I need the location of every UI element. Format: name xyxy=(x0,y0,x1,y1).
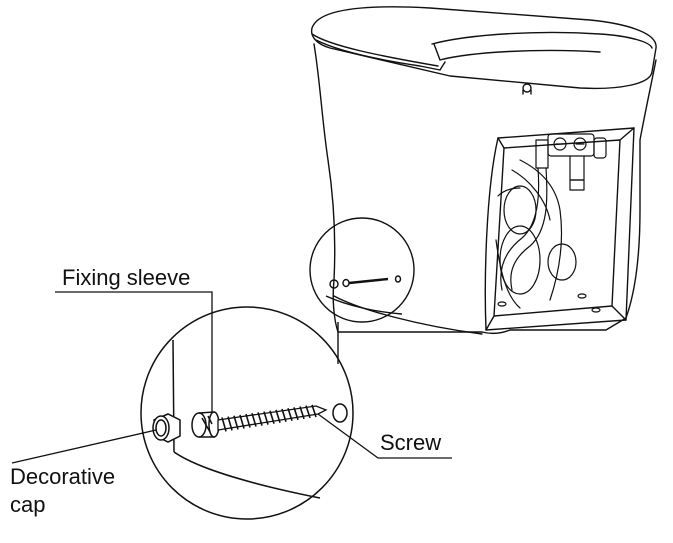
label-screw: Screw xyxy=(380,430,441,455)
detail-highlight-small xyxy=(309,217,415,323)
screw-thread xyxy=(269,410,275,424)
label-fixing-sleeve: Fixing sleeve xyxy=(62,265,190,290)
screw-thread xyxy=(299,406,305,420)
water-hose xyxy=(510,167,548,291)
screw-thread xyxy=(221,417,227,432)
screw-thread xyxy=(245,413,251,428)
leader-lines xyxy=(11,291,452,464)
screw-thread xyxy=(263,411,269,425)
screw-thread xyxy=(233,415,239,430)
toilet-body xyxy=(313,43,511,335)
screw-thread xyxy=(287,407,293,422)
screw-thread xyxy=(281,408,287,422)
toilet-illustration xyxy=(310,6,657,335)
screw xyxy=(217,404,328,432)
screw-thread xyxy=(293,407,299,421)
body-edge-bottom xyxy=(173,451,321,499)
screw-thread xyxy=(305,405,311,419)
label-decorative-cap-line1: Decorative xyxy=(10,464,115,489)
screw-thread xyxy=(239,414,245,429)
fixing-sleeve xyxy=(191,411,220,438)
toilet-lid xyxy=(310,6,657,90)
leader-decorative-cap xyxy=(11,429,157,464)
internal-plumbing xyxy=(495,133,607,313)
leader-fixing-sleeve xyxy=(55,291,213,412)
indicator-light xyxy=(522,83,532,93)
wall-hole xyxy=(332,403,348,423)
screw-thread xyxy=(275,409,281,423)
screw-thread xyxy=(227,416,233,431)
inner-tank xyxy=(499,225,541,295)
decorative-cap xyxy=(152,413,181,443)
screw-thread xyxy=(251,413,257,427)
screw-thread xyxy=(311,404,317,418)
screw-thread xyxy=(257,412,263,426)
lid-edge xyxy=(315,39,446,71)
leader-screw xyxy=(317,413,452,459)
label-decorative-cap-line2: cap xyxy=(10,492,45,517)
